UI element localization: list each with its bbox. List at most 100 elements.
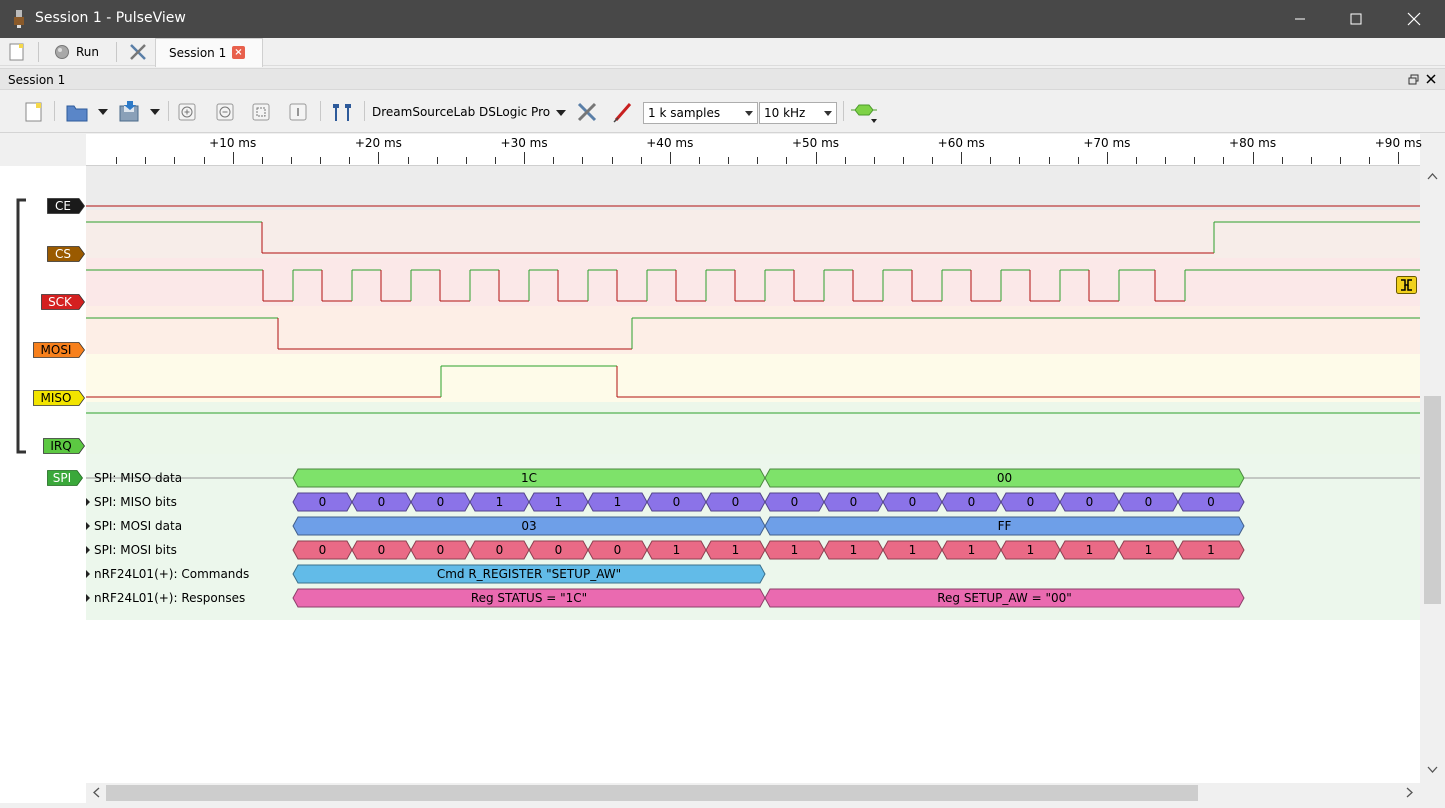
maximize-button[interactable] <box>1327 0 1385 38</box>
horizontal-scrollbar[interactable] <box>86 783 1420 803</box>
decoder-annotation[interactable]: Reg SETUP_AW = "00" <box>764 588 1245 608</box>
zoom-out-icon <box>216 103 234 121</box>
decoder-annotation[interactable]: 0 <box>941 492 1002 512</box>
decoder-annotation[interactable]: 0 <box>705 492 766 512</box>
decoder-annotation[interactable]: 0 <box>1059 492 1120 512</box>
time-ruler[interactable]: +10 ms+20 ms+30 ms+40 ms+50 ms+60 ms+70 … <box>86 134 1422 166</box>
expand-triangle-icon[interactable] <box>86 546 90 554</box>
decoder-annotation[interactable]: 0 <box>882 492 943 512</box>
decoder-annotation[interactable]: 1 <box>1059 540 1120 560</box>
expand-triangle-icon[interactable] <box>86 522 90 530</box>
decoder-row-label[interactable]: nRF24L01(+): Responses <box>86 590 245 606</box>
decoder-annotation[interactable]: 0 <box>1177 492 1245 512</box>
decoder-row-label[interactable]: SPI: MOSI data <box>86 518 182 534</box>
close-tab-icon[interactable]: × <box>232 46 245 59</box>
expand-triangle-icon[interactable] <box>86 594 90 602</box>
close-window-button[interactable] <box>1385 0 1443 38</box>
decoder-annotation[interactable]: 1 <box>587 492 648 512</box>
chevron-left-icon[interactable] <box>92 787 100 798</box>
undock-icon[interactable] <box>1408 74 1419 85</box>
decoder-row-label[interactable]: SPI: MISO data <box>86 470 182 486</box>
decoder-annotation[interactable]: FF <box>764 516 1245 536</box>
decoder-annotation[interactable]: 0 <box>764 492 825 512</box>
device-config-button[interactable] <box>574 100 600 124</box>
decoder-annotation[interactable]: 0 <box>469 540 530 560</box>
decoder-annotation[interactable]: 0 <box>351 540 412 560</box>
vertical-scrollbar[interactable] <box>1420 166 1445 783</box>
cursor-button[interactable] <box>330 100 356 124</box>
decoder-annotation[interactable]: 0 <box>410 492 471 512</box>
decoder-annotation[interactable]: Cmd R_REGISTER "SETUP_AW" <box>292 564 766 584</box>
decoder-annotation[interactable]: 1 <box>469 492 530 512</box>
decoder-annotation[interactable]: 0 <box>1118 492 1179 512</box>
minimize-button[interactable] <box>1271 0 1329 38</box>
decoder-annotation[interactable]: 1 <box>823 540 884 560</box>
decoder-annotation[interactable]: 0 <box>351 492 412 512</box>
device-name: DreamSourceLab DSLogic Pro <box>372 105 551 119</box>
decoder-annotation[interactable]: 1 <box>646 540 707 560</box>
run-button[interactable]: Run <box>54 38 99 66</box>
channel-label-miso[interactable]: MISO <box>33 390 85 406</box>
tab-session-1[interactable]: Session 1 × <box>155 38 263 67</box>
channel-label-ce[interactable]: CE <box>47 198 85 214</box>
decoder-annotation[interactable]: 1 <box>1118 540 1179 560</box>
decoder-annotation[interactable]: 0 <box>823 492 884 512</box>
probe-config-button[interactable] <box>610 100 636 124</box>
save-button[interactable] <box>116 100 142 124</box>
decoder-annotation[interactable]: 0 <box>410 540 471 560</box>
channel-label-irq[interactable]: IRQ <box>43 438 85 454</box>
chevron-down-icon[interactable] <box>1427 766 1438 774</box>
decoder-row-label[interactable]: SPI: MOSI bits <box>86 542 177 558</box>
save-dropdown-arrow[interactable] <box>148 100 162 124</box>
decoder-annotation[interactable]: 03 <box>292 516 766 536</box>
decoder-annotation[interactable]: 1 <box>528 492 589 512</box>
chevron-right-icon[interactable] <box>1406 787 1414 798</box>
decoder-row-label[interactable]: SPI: MISO bits <box>86 494 177 510</box>
zoom-fit-button[interactable] <box>250 100 272 124</box>
vertical-scroll-thumb[interactable] <box>1424 396 1441 604</box>
decoder-annotation[interactable]: 0 <box>646 492 707 512</box>
zoom-original-button[interactable] <box>287 100 309 124</box>
horizontal-scroll-thumb[interactable] <box>106 785 1198 801</box>
new-view-button[interactable] <box>8 38 26 66</box>
decoder-row-label[interactable]: nRF24L01(+): Commands <box>86 566 249 582</box>
decoder-annotation[interactable]: 1 <box>882 540 943 560</box>
close-dock-icon[interactable] <box>1426 74 1436 84</box>
toolbar-separator <box>364 101 365 121</box>
decoder-annotation[interactable]: 1 <box>1000 540 1061 560</box>
sck-trace <box>86 269 1420 302</box>
decoder-annotation[interactable]: 0 <box>528 540 589 560</box>
channel-label-mosi[interactable]: MOSI <box>33 342 85 358</box>
expand-triangle-icon[interactable] <box>86 498 90 506</box>
decoder-annotation[interactable]: 0 <box>587 540 648 560</box>
open-dropdown-arrow[interactable] <box>96 100 110 124</box>
decoder-annotation[interactable]: 1 <box>1177 540 1245 560</box>
decoder-annotation[interactable]: 1C <box>292 468 766 488</box>
open-button[interactable] <box>64 100 90 124</box>
decoder-annotation[interactable]: Reg STATUS = "1C" <box>292 588 766 608</box>
chevron-up-icon[interactable] <box>1427 172 1438 180</box>
device-selector[interactable]: DreamSourceLab DSLogic Pro <box>372 100 568 124</box>
add-decoder-button[interactable] <box>850 100 880 124</box>
trigger-marker-icon[interactable] <box>1396 276 1417 294</box>
decoder-annotation[interactable]: 1 <box>764 540 825 560</box>
zoom-in-button[interactable] <box>176 100 198 124</box>
new-session-button[interactable] <box>22 100 46 124</box>
sample-rate-select[interactable]: 10 kHz <box>759 102 837 124</box>
decoder-annotation[interactable]: 1 <box>941 540 1002 560</box>
configure-button[interactable] <box>128 38 148 66</box>
decoder-annotation[interactable]: 0 <box>292 540 353 560</box>
decoder-label-spi[interactable]: SPI <box>47 470 83 486</box>
sample-count-select[interactable]: 1 k samples <box>643 102 758 124</box>
zoom-out-button[interactable] <box>214 100 236 124</box>
decoder-annotation[interactable]: 0 <box>1000 492 1061 512</box>
channel-group-bracket[interactable] <box>14 198 44 498</box>
decoder-annotation[interactable]: 1 <box>705 540 766 560</box>
channel-label-sck[interactable]: SCK <box>41 294 85 310</box>
decoder-annotation[interactable]: 0 <box>292 492 353 512</box>
expand-triangle-icon[interactable] <box>86 570 90 578</box>
channel-label-cs[interactable]: CS <box>47 246 85 262</box>
decoder-annotation[interactable]: 00 <box>764 468 1245 488</box>
